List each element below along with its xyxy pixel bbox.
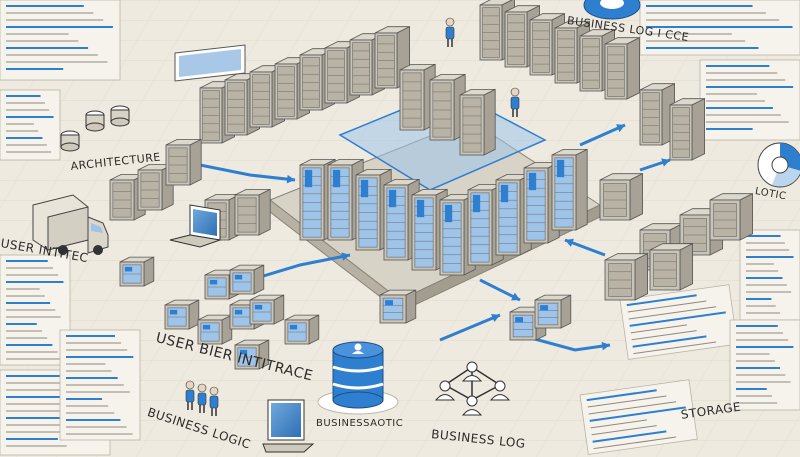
user-icon bbox=[461, 395, 483, 416]
document-panel bbox=[59, 329, 141, 441]
document-panel bbox=[0, 89, 61, 161]
server-rack-icon bbox=[229, 264, 265, 295]
arrow-icon bbox=[249, 253, 351, 282]
server-rack-icon bbox=[197, 314, 233, 345]
document-panel bbox=[729, 319, 800, 411]
server-rack-icon bbox=[649, 243, 693, 291]
pie-chart-icon bbox=[757, 142, 800, 188]
server-rack-icon bbox=[709, 193, 753, 241]
server-rack-icon bbox=[604, 37, 640, 100]
database-icon bbox=[317, 341, 399, 415]
server-rack-icon bbox=[534, 294, 572, 329]
arrow-icon bbox=[439, 313, 501, 342]
server-rack-icon bbox=[604, 253, 648, 301]
flow-arrows bbox=[199, 123, 671, 352]
monitor-icon bbox=[174, 44, 246, 82]
server-rack-icon bbox=[249, 294, 285, 325]
user-icon bbox=[197, 383, 207, 413]
user-icon bbox=[445, 17, 455, 47]
server-rack-icon bbox=[551, 148, 588, 231]
server-rack-icon bbox=[165, 138, 202, 186]
server-rack-icon bbox=[523, 161, 560, 244]
document-panel bbox=[0, 254, 71, 366]
server-rack-icon bbox=[599, 173, 643, 221]
user-icon bbox=[489, 380, 511, 401]
arrow-icon bbox=[579, 123, 626, 147]
storage-disks-icon bbox=[60, 105, 130, 152]
document-panel bbox=[579, 379, 698, 455]
server-rack-icon bbox=[459, 88, 496, 156]
server-rack-icon bbox=[639, 83, 675, 146]
document-panel bbox=[0, 0, 121, 81]
server-rack-icon bbox=[379, 289, 417, 324]
user-figures bbox=[185, 17, 520, 416]
server-rack-icon bbox=[164, 299, 200, 330]
user-icon bbox=[209, 386, 219, 416]
document-panel bbox=[739, 229, 800, 321]
server-rack-icon bbox=[234, 188, 271, 236]
user-icon bbox=[510, 87, 520, 117]
document-panel bbox=[699, 59, 800, 141]
arrow-icon bbox=[199, 163, 296, 182]
user-icon bbox=[185, 380, 195, 410]
monitor-icon bbox=[262, 399, 315, 453]
user-icon bbox=[461, 361, 483, 382]
truck-icon bbox=[32, 194, 109, 255]
user-icon bbox=[434, 380, 456, 401]
server-rack-icon bbox=[284, 314, 320, 345]
server-rack-icon bbox=[669, 98, 705, 161]
arrow-icon bbox=[519, 333, 611, 352]
server-rack-icon bbox=[137, 163, 174, 211]
label-business-center: BUSINESSAOTIC bbox=[316, 418, 404, 429]
pie-chart-icon bbox=[583, 0, 641, 20]
document-panel bbox=[639, 0, 800, 56]
server-rack-icon bbox=[234, 339, 270, 370]
document-panel bbox=[619, 284, 738, 360]
server-rack-icon bbox=[119, 256, 155, 287]
server-racks bbox=[109, 0, 753, 370]
laptop-icon bbox=[169, 204, 221, 248]
